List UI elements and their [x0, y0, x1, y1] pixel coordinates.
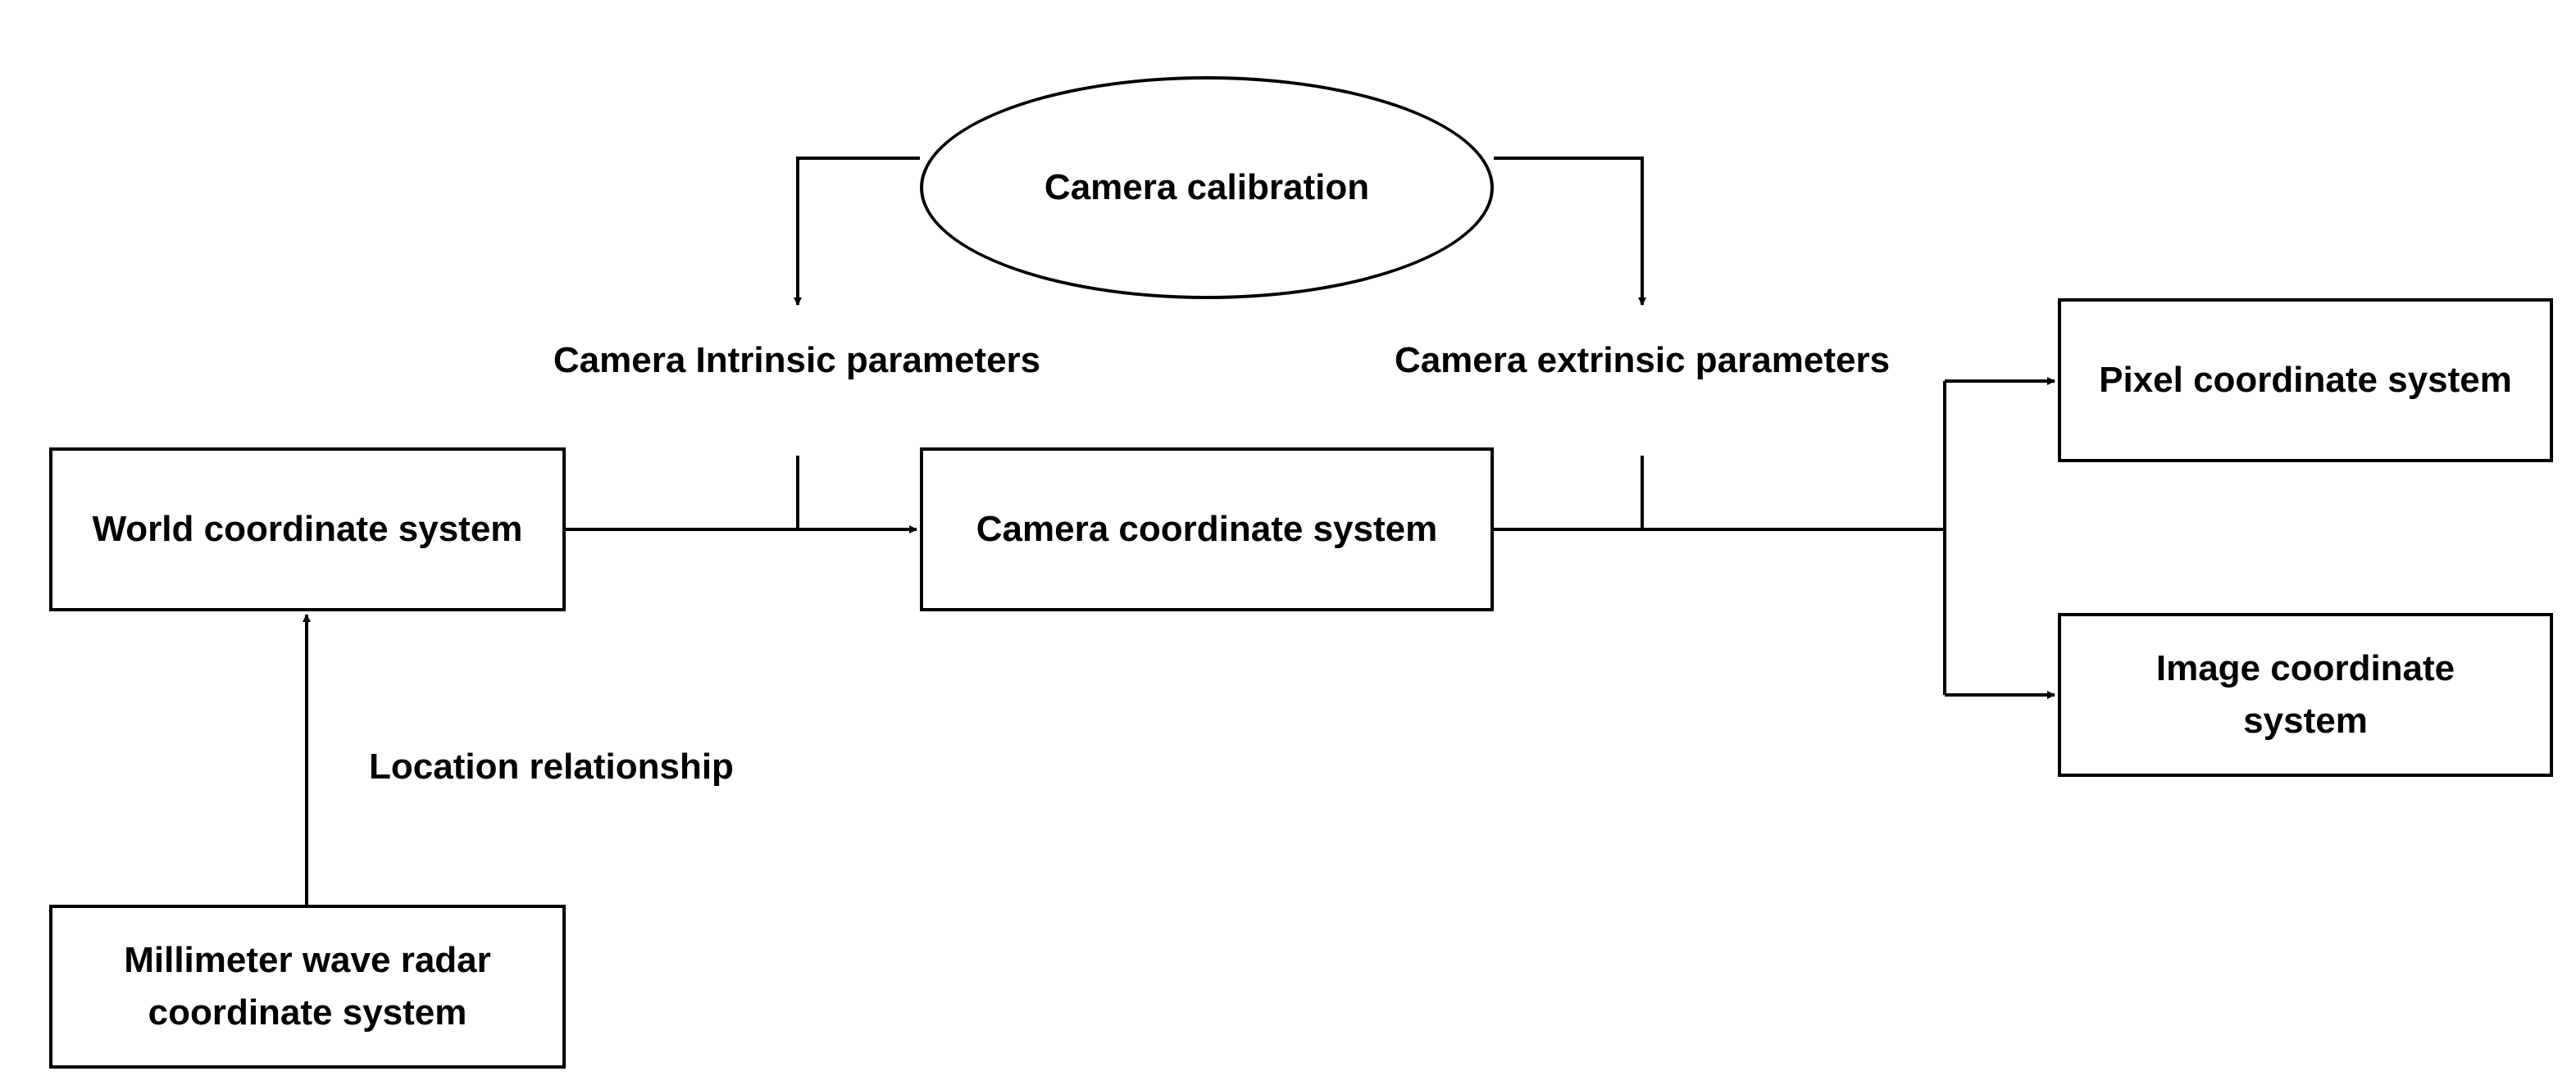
- camera-coordinate-system-node: Camera coordinate system: [920, 447, 1494, 611]
- image-coordinate-system-node: Image coordinate system: [2058, 613, 2553, 777]
- calibration-to-intrinsic-connector: [794, 157, 920, 306]
- camera-coordinate-system-label: Camera coordinate system: [976, 509, 1438, 550]
- intrinsic-parameters-label: Camera Intrinsic parameters: [553, 340, 1041, 380]
- world-coordinate-system-node: World coordinate system: [49, 447, 566, 611]
- camera-calibration-node: Camera calibration: [920, 76, 1494, 299]
- calibration-to-extrinsic-connector: [1494, 157, 1646, 306]
- image-coordinate-system-label: Image coordinate system: [2155, 648, 2455, 741]
- world-coordinate-system-label: World coordinate system: [92, 509, 523, 550]
- camera-calibration-label: Camera calibration: [1044, 167, 1370, 208]
- pixel-coordinate-system-node: Pixel coordinate system: [2058, 298, 2553, 462]
- pixel-coordinate-system-label: Pixel coordinate system: [2099, 360, 2512, 401]
- extrinsic-parameters-label: Camera extrinsic parameters: [1394, 340, 1891, 380]
- location-relationship-label: Location relationship: [369, 747, 734, 787]
- millimeter-wave-radar-coordinate-system-label: Millimeter wave radar coordinate system: [124, 940, 491, 1033]
- millimeter-wave-radar-coordinate-system-node: Millimeter wave radar coordinate system: [49, 905, 566, 1069]
